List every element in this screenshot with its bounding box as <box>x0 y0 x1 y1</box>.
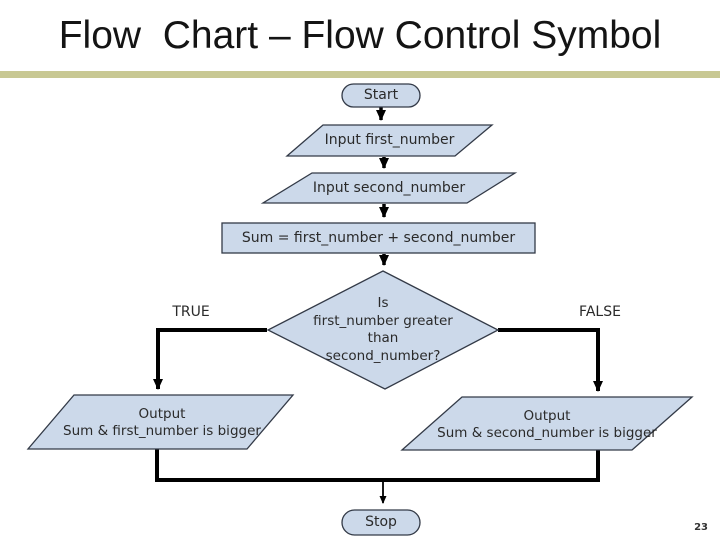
start-label: Start <box>363 87 399 103</box>
stop-label: Stop <box>365 514 397 530</box>
true-branch-label: TRUE <box>172 304 210 320</box>
sum-label: Sum = first_number + second_number <box>241 230 516 246</box>
title-divider-bar <box>0 71 720 78</box>
input-second-label: Input second_number <box>312 180 466 196</box>
false-branch-label: FALSE <box>579 304 621 320</box>
output-false-parallelogram-shape <box>400 396 694 451</box>
input-second-parallelogram-shape <box>260 172 518 204</box>
start-terminator-shape <box>341 83 421 108</box>
slide-title: Flow Chart – Flow Control Symbol <box>58 14 662 57</box>
output-false-label: Output Sum & second_number is bigger <box>437 408 657 441</box>
output-true-label: Output Sum & first_number is bigger <box>63 406 261 439</box>
connectors <box>153 107 603 504</box>
stop-terminator-shape <box>341 509 421 536</box>
output-true-parallelogram-shape <box>26 394 295 450</box>
merge-line <box>155 449 600 482</box>
arrow-true-branch <box>153 328 267 390</box>
decision-diamond-shape <box>266 270 500 390</box>
slide-page-number: 23 <box>694 522 708 533</box>
input-first-parallelogram-shape <box>285 124 494 157</box>
decision-label: Is first_number greater than second_numb… <box>313 295 453 364</box>
sum-process-shape <box>221 222 536 254</box>
input-first-label: Input first_number <box>324 132 455 148</box>
arrow-false-branch <box>498 328 603 392</box>
